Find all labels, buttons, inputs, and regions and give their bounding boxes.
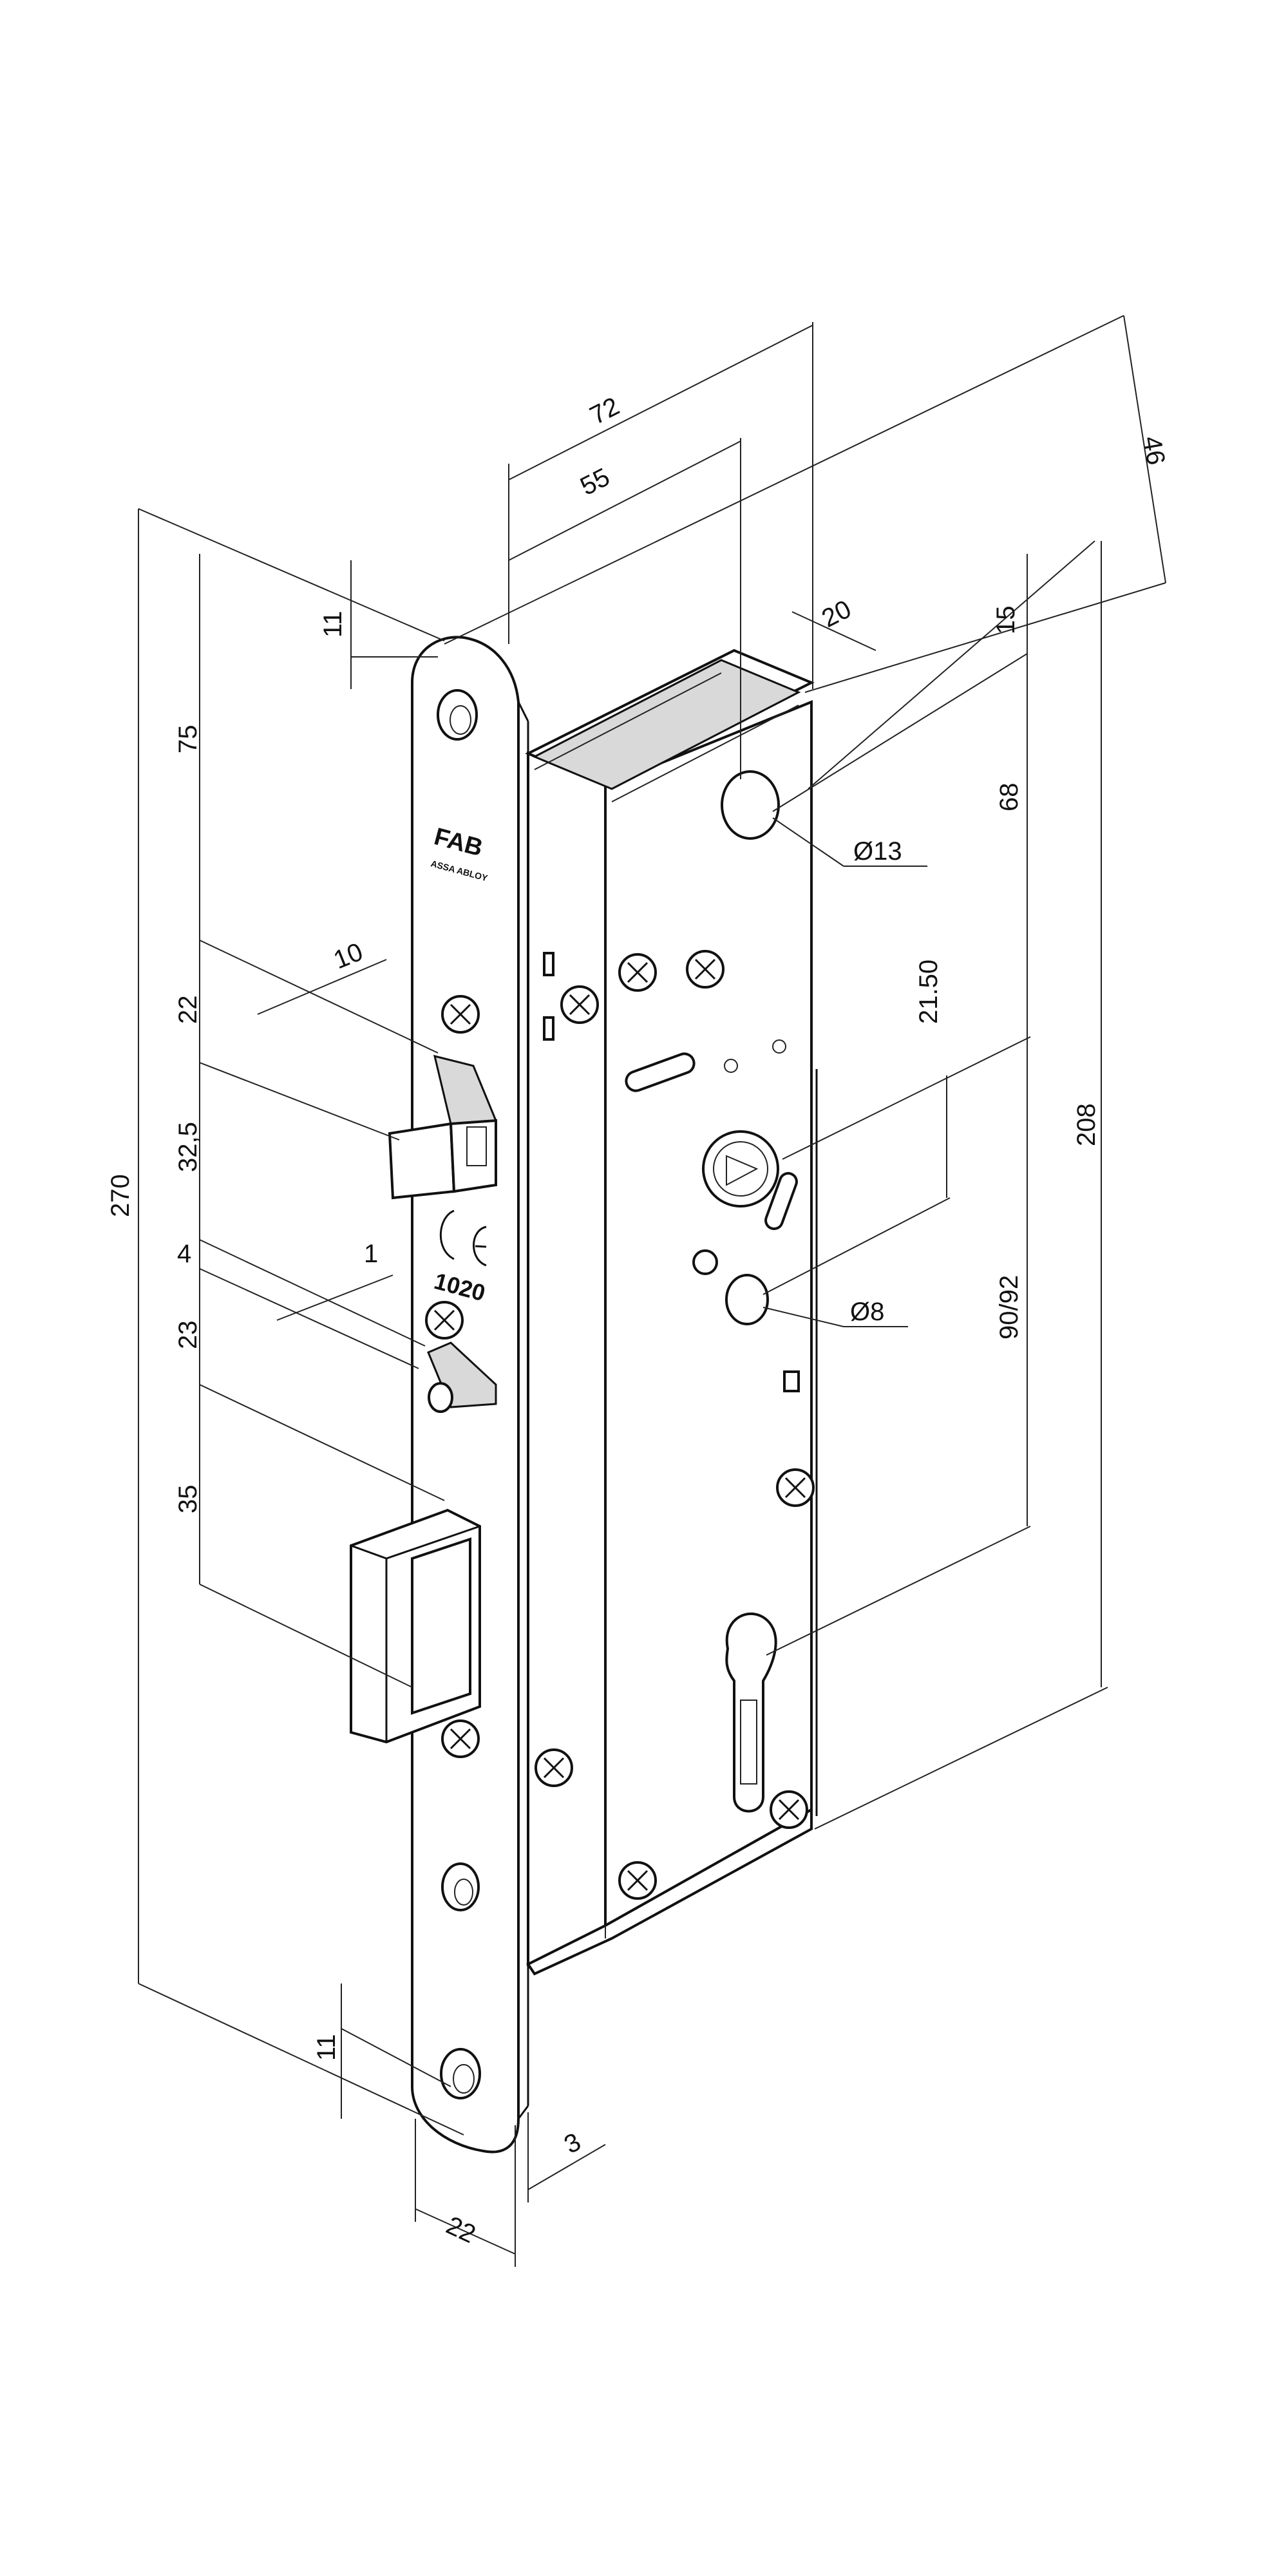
dim-22-latch: 22: [174, 996, 202, 1025]
cylinder-cutout-icon: [725, 1612, 777, 1813]
screw-icon: [535, 1748, 573, 1787]
dim-75: 75: [174, 725, 202, 754]
screw-icon: [618, 953, 657, 992]
dim-23: 23: [174, 1321, 202, 1350]
screw-icon: [686, 950, 724, 989]
hole-13-icon: [721, 770, 780, 840]
latch-bolt: [388, 1054, 498, 1200]
dim-35: 35: [174, 1485, 202, 1514]
hole-8-icon: [725, 1274, 769, 1325]
ce-mark-icon: [439, 1209, 455, 1260]
dim-4: 4: [177, 1240, 191, 1268]
case-features: [535, 770, 815, 1900]
screw-icon: [441, 995, 480, 1034]
dim-55: 55: [576, 463, 614, 501]
follower-spindle-icon: [702, 1130, 779, 1208]
dim-270: 270: [106, 1174, 135, 1217]
screw-icon: [618, 1861, 657, 1900]
dead-lock-pin: [427, 1341, 497, 1413]
dim-208: 208: [1072, 1103, 1101, 1146]
deadbolt: [350, 1508, 481, 1744]
dimension-lines: [138, 315, 1166, 2267]
screw-icon: [776, 1468, 815, 1507]
dim-11-bottom: 11: [312, 2034, 341, 2061]
dim-15: 15: [992, 606, 1020, 635]
screw-icon: [441, 1719, 480, 1758]
dim-22-bottom: 22: [442, 2211, 480, 2249]
dim-68: 68: [995, 783, 1023, 812]
dim-32-5: 32,5: [174, 1122, 202, 1172]
dim-diameter-8: Ø8: [850, 1298, 884, 1326]
dim-3: 3: [560, 2128, 585, 2159]
screw-icon: [425, 1301, 464, 1340]
dim-11-top: 11: [319, 611, 347, 638]
dim-1: 1: [364, 1240, 378, 1268]
dim-10: 10: [330, 938, 367, 974]
dim-diameter-13: Ø13: [853, 837, 902, 866]
dim-90-92: 90/92: [995, 1275, 1023, 1340]
dim-21-50: 21.50: [914, 960, 943, 1024]
dim-20: 20: [817, 595, 856, 633]
dim-46: 46: [1137, 434, 1170, 467]
screw-icon: [560, 985, 599, 1024]
screw-icon: [770, 1790, 808, 1829]
